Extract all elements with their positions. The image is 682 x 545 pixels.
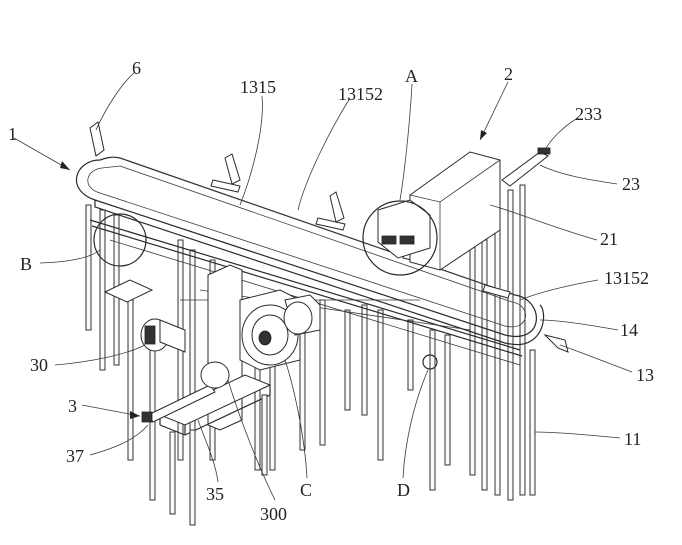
label-13: 13 [636,365,654,385]
label-B: B [20,254,32,274]
unit-21-housing [377,147,551,271]
label-6: 6 [132,58,141,78]
lower-table [141,361,272,526]
label-3: 3 [68,396,77,416]
motor-30-assembly [103,279,186,353]
central-drive [207,264,321,431]
part-labels: 1 6 1315 13152 A 2 233 23 B 21 13152 14 … [8,58,654,524]
label-14: 14 [620,320,638,340]
label-D: D [397,480,410,500]
lower-frame [89,219,523,366]
conveyor-loop [76,156,545,346]
label-35: 35 [206,484,224,504]
label-21: 21 [600,229,618,249]
label-C: C [300,480,312,500]
label-A: A [405,66,418,86]
label-13152-top: 13152 [338,84,383,104]
label-37: 37 [66,446,84,466]
label-1: 1 [8,124,17,144]
label-2: 2 [504,64,513,84]
label-11: 11 [624,429,641,449]
leader-lines [13,71,633,501]
detail-circles [93,200,438,370]
label-30: 30 [30,355,48,375]
label-300: 300 [260,504,287,524]
label-23: 23 [622,174,640,194]
label-1315: 1315 [240,77,276,97]
label-233: 233 [575,104,602,124]
label-13152-right: 13152 [604,268,649,288]
